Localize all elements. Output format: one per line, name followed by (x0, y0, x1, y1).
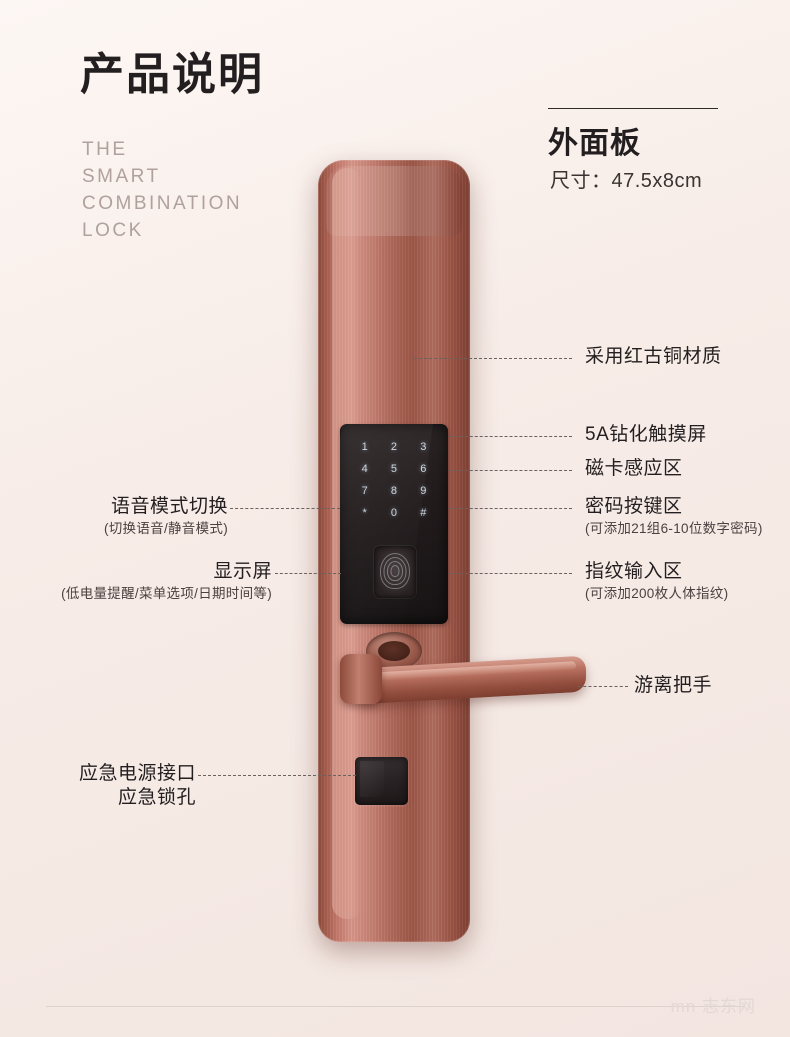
leader-line-emergency (198, 775, 356, 776)
leader-line-keypad-area (450, 508, 572, 509)
callout-material: 采用红古铜材质 (585, 345, 722, 369)
subtitle-line-1: THE (82, 139, 128, 160)
keypad-key: 1 (361, 441, 368, 453)
keypad-key: 9 (420, 485, 427, 497)
keypad-key: 3 (420, 441, 427, 453)
keypad-key: 2 (390, 441, 398, 453)
leader-line-fingerprint-area (450, 573, 572, 574)
callout-fingerprint-area-text: 指纹输入区 (585, 561, 683, 582)
keypad-grid: 1 2 3 4 5 6 7 8 9 * 0 # (350, 436, 438, 524)
callout-voice-mode: 语音模式切换 (切换语音/静音模式) (10, 495, 228, 539)
callout-keypad-area: 密码按键区 (可添加21组6-10位数字密码) (585, 495, 763, 539)
callout-emergency-keyhole-text: 应急锁孔 (117, 787, 196, 808)
subtitle-line-4: LOCK (82, 220, 144, 241)
handle-base (340, 654, 382, 704)
watermark: mn 志东网 (670, 997, 756, 1016)
keypad-key: 0 (390, 507, 398, 519)
panel-size-label: 尺寸：47.5x8cm (550, 170, 703, 192)
callout-voice-mode-note: (切换语音/静音模式) (103, 521, 228, 536)
callout-display-note: (低电量提醒/菜单选项/日期时间等) (61, 586, 272, 601)
callout-touchscreen-text: 5A钻化触摸屏 (585, 424, 707, 445)
lock-top-cap (326, 166, 462, 236)
emergency-power-port (355, 757, 408, 805)
keypad-key: 5 (390, 463, 398, 475)
fingerprint-ring (387, 561, 403, 581)
callout-material-text: 采用红古铜材质 (585, 346, 722, 367)
callout-keypad-area-note: (可添加21组6-10位数字密码) (585, 521, 763, 536)
page-title: 产品说明 (80, 50, 264, 99)
keypad-key: # (420, 507, 427, 519)
leader-line-voice-mode (230, 508, 340, 509)
callout-touchscreen: 5A钻化触摸屏 (585, 423, 707, 447)
keypad-key: * (362, 507, 367, 519)
keypad-key: 8 (390, 485, 398, 497)
callout-handle: 游离把手 (634, 674, 712, 698)
callout-fingerprint-area: 指纹输入区 (可添加200枚人体指纹) (585, 560, 728, 604)
leader-line-handle (578, 686, 628, 687)
handle-bar (358, 655, 586, 705)
page-subtitle-en: THE SMART COMBINATION LOCK (82, 136, 242, 244)
callout-handle-text: 游离把手 (634, 675, 713, 696)
subtitle-line-3: COMBINATION (82, 193, 243, 214)
keypad-key: 7 (361, 485, 368, 497)
subtitle-line-2: SMART (82, 166, 161, 187)
footer-divider (46, 1006, 744, 1007)
leader-line-material (414, 358, 572, 359)
callout-fingerprint-area-note: (可添加200枚人体指纹) (585, 586, 729, 601)
fingerprint-ring (383, 557, 407, 585)
panel-title: 外面板 (548, 127, 641, 160)
callout-keypad-area-text: 密码按键区 (585, 496, 683, 517)
callout-card-area: 磁卡感应区 (585, 457, 683, 481)
leader-line-display (275, 573, 341, 574)
keyhole-inner (378, 641, 410, 661)
fingerprint-icon (374, 546, 416, 598)
door-handle (340, 652, 586, 710)
fingerprint-ring (380, 553, 410, 589)
callout-card-area-text: 磁卡感应区 (585, 458, 683, 479)
keypad-key: 6 (420, 463, 427, 475)
leader-line-card-area (450, 470, 572, 471)
callout-display: 显示屏 (低电量提醒/菜单选项/日期时间等) (0, 560, 272, 604)
callout-emergency-power-text: 应急电源接口 (78, 763, 196, 784)
leader-line-touchscreen (450, 436, 572, 437)
fingerprint-ring (390, 565, 400, 577)
heading-divider (548, 108, 718, 109)
callout-voice-mode-text: 语音模式切换 (110, 496, 228, 517)
touch-panel: 1 2 3 4 5 6 7 8 9 * 0 # (340, 424, 448, 624)
callout-display-text: 显示屏 (213, 561, 272, 582)
keypad-key: 4 (361, 463, 368, 475)
callout-emergency: 应急电源接口 应急锁孔 (0, 762, 196, 810)
